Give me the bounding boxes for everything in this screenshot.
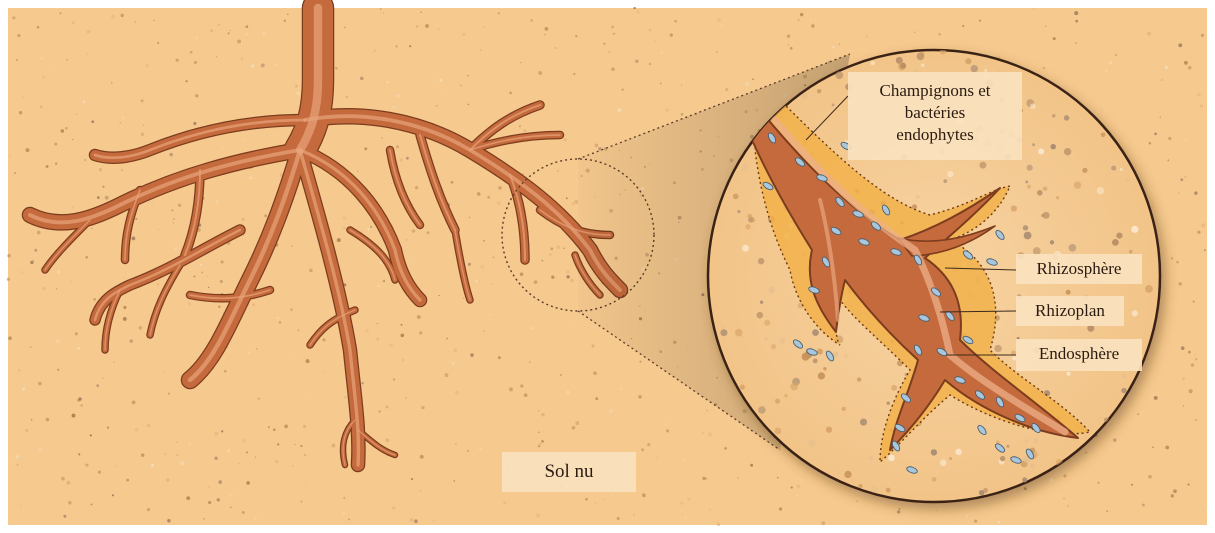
endophytes-label: Champignons et bactéries endophytes xyxy=(848,72,1022,160)
endosphere-label: Endosphère xyxy=(1016,339,1142,371)
rhizoplan-label: Rhizoplan xyxy=(1016,296,1124,326)
endophytes-label-line-1: Champignons et xyxy=(856,80,1014,102)
rhizosphere-label: Rhizosphère xyxy=(1016,254,1142,284)
bare-soil-label: Sol nu xyxy=(502,452,636,492)
endophytes-label-line-3: endophytes xyxy=(856,124,1014,146)
endophytes-label-line-2: bactéries xyxy=(856,102,1014,124)
